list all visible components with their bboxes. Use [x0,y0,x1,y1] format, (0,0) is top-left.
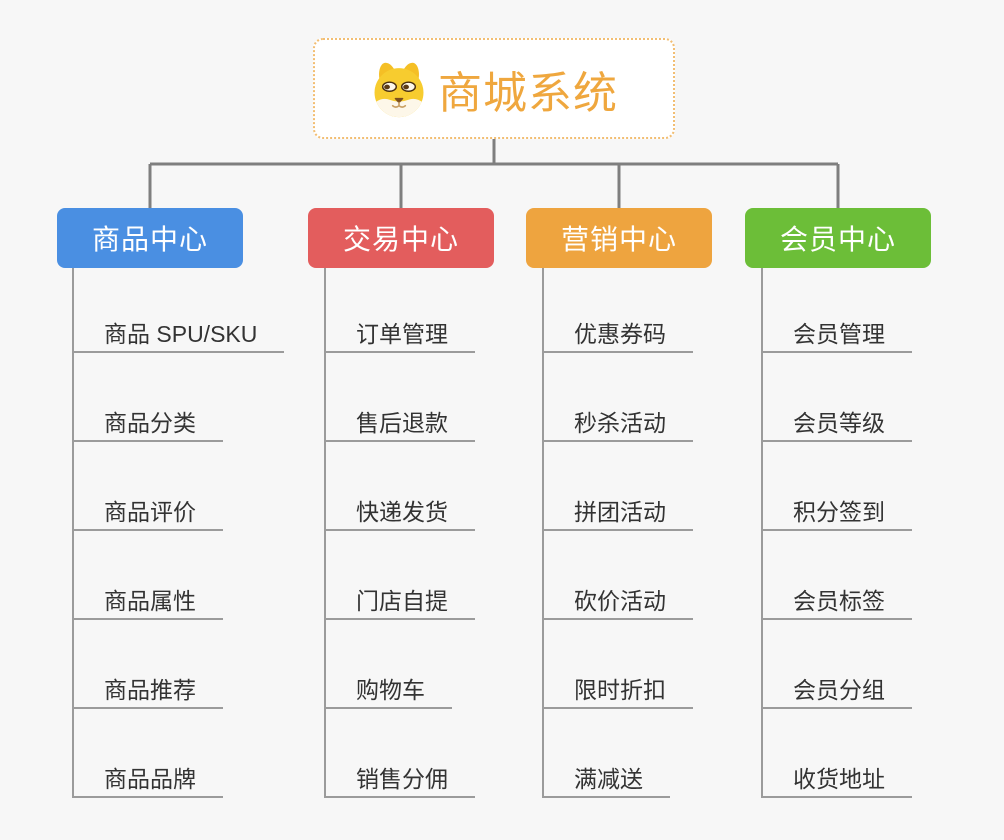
leaf-node[interactable]: 商品评价 [72,497,223,531]
branch-node-trade[interactable]: 交易中心 [308,208,494,268]
leaf-node[interactable]: 门店自提 [324,586,475,620]
leaf-node[interactable]: 会员分组 [761,675,912,709]
branch-label: 营销中心 [560,224,677,255]
leaf-node[interactable]: 优惠券码 [542,319,693,353]
leaf-node[interactable]: 积分签到 [761,497,912,531]
branch-node-member[interactable]: 会员中心 [745,208,931,268]
leaf-node[interactable]: 商品 SPU/SKU [72,319,285,353]
leaf-node[interactable]: 订单管理 [324,319,475,353]
root-label: 商城系统 [438,68,618,118]
leaf-node[interactable]: 收货地址 [761,764,912,798]
leaf-node[interactable]: 售后退款 [324,408,475,442]
leaf-node[interactable]: 满减送 [542,764,670,798]
branch-label: 交易中心 [342,224,459,255]
leaf-node[interactable]: 限时折扣 [542,675,693,709]
branch-label: 商品中心 [91,224,208,255]
leaf-node[interactable]: 商品推荐 [72,675,223,709]
leaf-node[interactable]: 商品品牌 [72,764,223,798]
branch-spine [72,268,74,798]
leaf-node[interactable]: 秒杀活动 [542,408,693,442]
root-node[interactable]: 商城系统 [313,38,675,139]
leaf-node[interactable]: 快递发货 [324,497,475,531]
leaf-node[interactable]: 销售分佣 [324,764,475,798]
leaf-node[interactable]: 会员管理 [761,319,912,353]
doge-icon [374,62,424,117]
leaf-node[interactable]: 商品分类 [72,408,223,442]
branch-spine [324,268,326,798]
branch-spine [761,268,763,798]
leaf-node[interactable]: 商品属性 [72,586,223,620]
branch-node-product[interactable]: 商品中心 [57,208,243,268]
branch-node-marketing[interactable]: 营销中心 [526,208,712,268]
leaf-node[interactable]: 拼团活动 [542,497,693,531]
leaf-node[interactable]: 会员标签 [761,586,912,620]
leaf-node[interactable]: 会员等级 [761,408,912,442]
branch-label: 会员中心 [779,224,896,255]
leaf-node[interactable]: 砍价活动 [542,586,693,620]
leaf-node[interactable]: 购物车 [324,675,452,709]
branch-spine [542,268,544,798]
